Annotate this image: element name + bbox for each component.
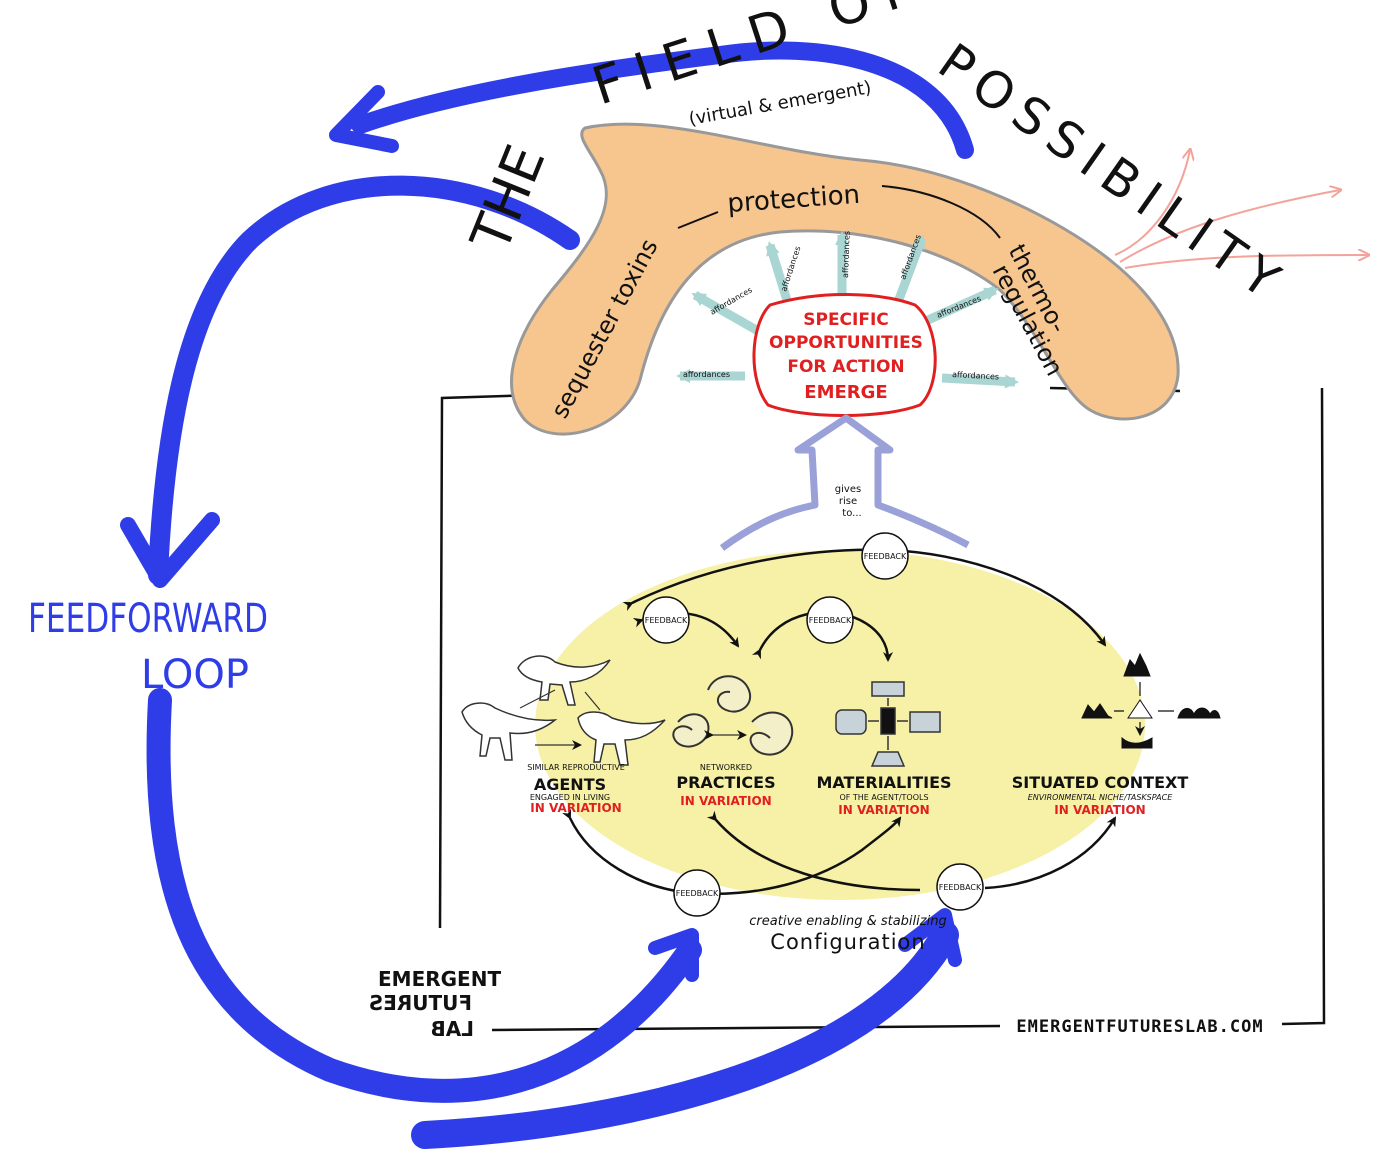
agents-title: AGENTS <box>534 775 606 794</box>
affordance-label: affordances <box>779 245 802 292</box>
mountain-icon <box>1123 652 1151 677</box>
feedback-arc-bottom-mid <box>706 810 921 892</box>
feedforward-left-arc <box>120 175 580 588</box>
title-subtitle: (virtual & emergent) <box>687 77 873 130</box>
materialities-sub: OF THE AGENT/TOOLS <box>839 793 928 802</box>
dinosaur-icon <box>577 711 666 766</box>
title-the: THE <box>458 136 557 260</box>
context-sub: ENVIRONMENTAL NICHE/TASKSPACE <box>1028 793 1173 802</box>
materialities-icons <box>835 681 941 767</box>
protection-line-right <box>881 185 1001 239</box>
gives-rise-line-1: gives <box>835 484 861 495</box>
column-agents: SIMILAR REPRODUCTIVE AGENTS ENGAGED IN L… <box>527 763 625 815</box>
gives-rise-text: gives rise to... <box>835 484 862 519</box>
affordance-label: affordances <box>841 231 852 278</box>
emerge-line-3: FOR ACTION <box>787 357 904 377</box>
dinosaur-icons <box>461 655 666 766</box>
feedback-node: FEEDBACK <box>642 596 690 644</box>
landscape-icons <box>1081 652 1221 749</box>
affordance-label: affordances <box>683 370 730 379</box>
context-variation: IN VARIATION <box>1054 803 1145 817</box>
emerge-line-1: SPECIFIC <box>803 310 889 330</box>
affordance-label: affordances <box>952 370 999 381</box>
configuration-line-2: Configuration <box>770 930 925 954</box>
affordance-arrow <box>691 291 768 339</box>
materialities-title: MATERIALITIES <box>816 773 951 792</box>
feedback-label: FEEDBACK <box>864 552 907 561</box>
logo-line-1: EMERGENT <box>378 967 501 991</box>
emerge-box: SPECIFIC OPPORTUNITIES FOR ACTION EMERGE <box>752 293 937 417</box>
agents-variation: IN VARIATION <box>530 801 621 815</box>
field-of-possibility-shape <box>510 122 1180 436</box>
configuration-line-1: creative enabling & stabilizing <box>749 914 946 929</box>
site-url: EMERGENTFUTURESLAB.COM <box>1016 1017 1263 1037</box>
knot-icon <box>749 711 794 756</box>
feedback-label: FEEDBACK <box>676 889 719 898</box>
column-practices: NETWORKED PRACTICES IN VARIATION <box>676 763 775 808</box>
pink-arrows <box>1114 150 1368 269</box>
feedforward-top-arc <box>329 41 974 159</box>
context-title: SITUATED CONTEXT <box>1012 773 1189 792</box>
practices-variation: IN VARIATION <box>680 794 771 808</box>
agents-sub: ENGAGED IN LIVING <box>530 793 610 802</box>
gives-rise-line-2: rise <box>839 496 857 507</box>
feedforward-line-1: FEEDFORWARD <box>28 596 268 642</box>
knot-icons <box>672 675 794 756</box>
feedback-label: FEEDBACK <box>645 616 688 625</box>
feedback-arc-bottom-left <box>562 808 902 896</box>
affordance-arrow <box>893 234 927 304</box>
hills-icon <box>1177 707 1221 719</box>
terrain-icon <box>1081 703 1113 719</box>
protection-dash-left <box>677 211 719 229</box>
practices-pre: NETWORKED <box>700 763 752 772</box>
logo-line-2: FUTURES <box>369 991 472 1015</box>
dinosaur-icon <box>517 655 611 706</box>
feedforward-bottom-arc <box>146 688 962 1149</box>
affordance-arrow <box>926 285 999 325</box>
peak-icon <box>1127 699 1153 719</box>
affordance-label: affordances <box>935 294 982 320</box>
material-block-left <box>835 709 867 735</box>
material-block-bottom <box>870 751 906 767</box>
feedforward-line-2: LOOP <box>141 652 249 698</box>
feedback-node: FEEDBACK <box>936 863 984 911</box>
knot-icon <box>707 675 751 713</box>
feedback-node: FEEDBACK <box>861 532 909 580</box>
emerge-line-4: EMERGE <box>804 382 887 403</box>
emergent-futures-logo: EMERGENT FUTURES LAB <box>369 967 502 1041</box>
feedback-label: FEEDBACK <box>939 883 982 892</box>
affordance-arrow <box>941 373 1019 389</box>
gives-rise-arrow <box>719 414 970 551</box>
logo-line-3: LAB <box>431 1017 474 1041</box>
feedback-node: FEEDBACK <box>673 869 721 917</box>
knot-icon <box>672 713 710 748</box>
material-block-right <box>909 711 941 733</box>
column-materialities: MATERIALITIES OF THE AGENT/TOOLS IN VARI… <box>816 773 951 817</box>
column-context: SITUATED CONTEXT ENVIRONMENTAL NICHE/TAS… <box>1012 773 1189 817</box>
gives-rise-line-3: to... <box>842 508 861 519</box>
practices-title: PRACTICES <box>676 773 775 792</box>
material-block-top <box>871 681 905 697</box>
material-block-center <box>880 707 896 735</box>
dinosaur-icon <box>461 702 558 761</box>
emerge-line-2: OPPORTUNITIES <box>769 333 923 353</box>
feedback-label: FEEDBACK <box>809 616 852 625</box>
materialities-variation: IN VARIATION <box>838 803 929 817</box>
feedback-node: FEEDBACK <box>806 596 854 644</box>
agents-pre: SIMILAR REPRODUCTIVE <box>527 763 625 772</box>
feedback-arc-bottom-right <box>984 816 1117 890</box>
